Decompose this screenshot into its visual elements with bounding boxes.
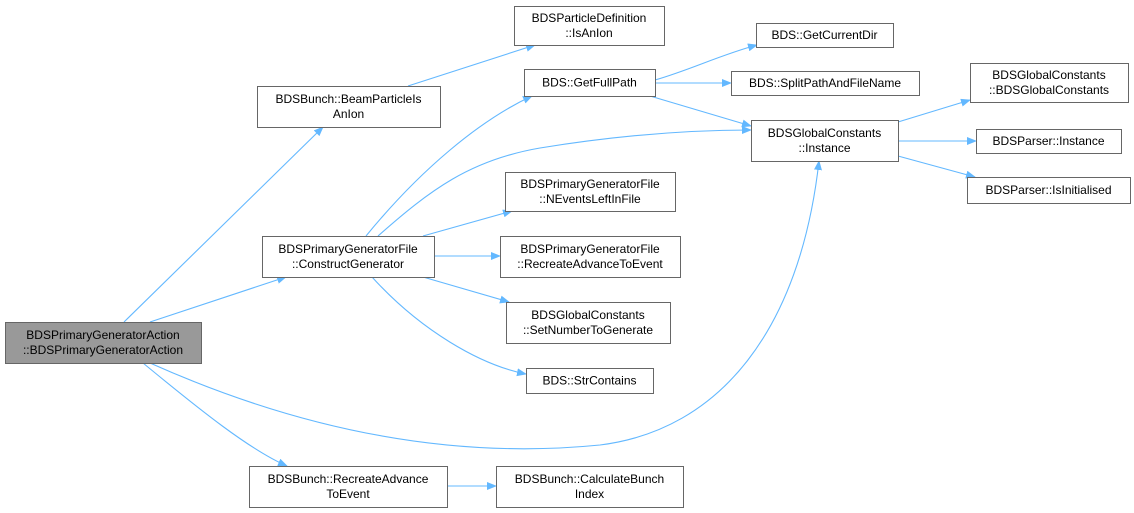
edge-instance_gc-to-gc_ctor [897,98,971,123]
node-label-line: BDS::StrContains [542,374,636,388]
node-getcurrentdir[interactable]: BDS::GetCurrentDir [756,23,894,48]
node-box [524,69,656,97]
node-getfullpath[interactable]: BDS::GetFullPath [524,69,656,97]
node-setnumber[interactable]: BDSGlobalConstants::SetNumberToGenerate [506,302,671,344]
node-box [5,322,202,364]
node-label-line: ::BDSGlobalConstants [989,83,1109,97]
node-box [257,86,441,128]
node-box [756,23,894,48]
node-parser-isinit[interactable]: BDSParser::IsInitialised [967,177,1131,204]
node-label-line: ::RecreateAdvanceToEvent [517,257,663,271]
node-label-line: AnIon [333,107,364,121]
node-label-line: BDSBunch::RecreateAdvance [268,472,429,486]
edge-root-to-beamparticle [123,126,324,323]
node-label-line: ::ConstructGenerator [292,257,404,271]
edge-construct-to-setnumber [422,276,510,304]
node-label-line: ToEvent [326,487,370,501]
edge-construct-to-instance_gc [377,126,752,237]
node-recreate-bunch[interactable]: BDSBunch::RecreateAdvanceToEvent [249,466,448,508]
node-label-line: Index [575,487,604,501]
edge-getfullpath-to-instance_gc [649,95,752,128]
node-recreate-file[interactable]: BDSPrimaryGeneratorFile::RecreateAdvance… [500,236,681,278]
node-label-line: BDSParticleDefinition [532,11,647,25]
node-label-line: BDSPrimaryGeneratorAction [26,328,179,342]
node-box [526,368,654,394]
node-label-line: ::IsAnIon [565,26,612,40]
node-box [976,129,1122,154]
node-label-line: BDS::GetCurrentDir [771,28,877,42]
node-neventsleft[interactable]: BDSPrimaryGeneratorFile::NEventsLeftInFi… [505,172,676,212]
node-label-line: BDSParser::Instance [992,134,1104,148]
edge-root-to-construct [149,276,287,323]
node-label-line: BDSPrimaryGeneratorFile [520,242,660,256]
node-box [967,177,1131,204]
edge-construct-to-neventsleft [422,209,513,237]
node-label-line: ::BDSPrimaryGeneratorAction [23,343,183,357]
node-box [506,302,671,344]
node-label-line: BDSGlobalConstants [992,68,1105,82]
node-label-line: BDSBunch::CalculateBunch [515,472,664,486]
node-label-line: ::SetNumberToGenerate [523,323,653,337]
node-label-line: BDSParser::IsInitialised [985,183,1111,197]
node-strcontains[interactable]: BDS::StrContains [526,368,654,394]
node-box [500,236,681,278]
edge-root-to-recreate_bunch [142,362,288,467]
node-label-line: BDSPrimaryGeneratorFile [520,177,660,191]
node-label-line: ::Instance [798,141,850,155]
node-gc-ctor[interactable]: BDSGlobalConstants::BDSGlobalConstants [970,63,1129,103]
node-box [731,71,920,96]
node-box [249,466,448,508]
node-root[interactable]: BDSPrimaryGeneratorAction::BDSPrimaryGen… [5,322,202,364]
node-box [514,6,665,46]
node-label-line: BDSPrimaryGeneratorFile [278,242,418,256]
edge-construct-to-strcontains [371,276,527,377]
node-box [496,466,684,508]
node-label-line: BDS::GetFullPath [542,76,637,90]
node-box [262,236,435,278]
edge-instance_gc-to-parser_isinit [897,155,976,179]
edge-getfullpath-to-getcurrentdir [654,43,758,81]
nodes-layer: BDSPrimaryGeneratorAction::BDSPrimaryGen… [5,6,1131,508]
edge-construct-to-getfullpath [365,95,533,237]
edge-root-to-instance_gc [149,160,822,450]
node-label-line: BDSBunch::BeamParticleIs [275,92,421,106]
node-splitpath[interactable]: BDS::SplitPathAndFileName [731,71,920,96]
node-box [970,63,1129,103]
node-construct[interactable]: BDSPrimaryGeneratorFile::ConstructGenera… [262,236,435,278]
node-label-line: BDS::SplitPathAndFileName [749,76,901,90]
edge-beamparticle-to-isanion [407,43,536,87]
node-label-line: ::NEventsLeftInFile [539,192,641,206]
node-isanion[interactable]: BDSParticleDefinition::IsAnIon [514,6,665,46]
node-instance-gc[interactable]: BDSGlobalConstants::Instance [751,120,899,162]
node-box [505,172,676,212]
edges-layer [123,43,977,490]
node-parser-instance[interactable]: BDSParser::Instance [976,129,1122,154]
node-label-line: BDSGlobalConstants [531,308,644,322]
node-box [751,120,899,162]
node-label-line: BDSGlobalConstants [768,126,881,140]
